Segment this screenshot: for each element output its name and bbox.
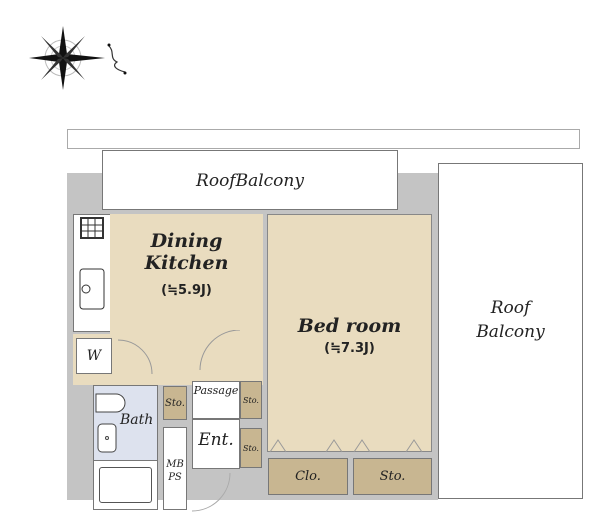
entrance-door-icon bbox=[191, 472, 231, 512]
entrance[interactable]: Ent. bbox=[192, 419, 240, 469]
dining-kitchen-area: (≒5.9J) bbox=[161, 283, 212, 298]
stove-icon bbox=[79, 217, 105, 310]
storage-bedroom: Sto. bbox=[353, 458, 432, 495]
mbps: MB PS bbox=[163, 427, 187, 510]
bedroom: Bed room (≒7.3J) bbox=[267, 214, 432, 452]
parapet-top bbox=[67, 129, 580, 149]
folding-door-icon bbox=[269, 439, 423, 453]
north-mark-icon bbox=[108, 45, 126, 73]
washer-label: W bbox=[86, 348, 102, 364]
closet-label: Clo. bbox=[295, 469, 321, 484]
passage: Passage bbox=[192, 381, 240, 419]
mbps-label-1: MB bbox=[166, 459, 184, 470]
storage-label: Sto. bbox=[243, 443, 259, 453]
washer-space: W bbox=[76, 338, 112, 374]
dining-kitchen-label-2: Kitchen bbox=[144, 252, 229, 274]
bedroom-area: (≒7.3J) bbox=[324, 341, 375, 356]
dining-kitchen-label-1: Dining bbox=[150, 230, 223, 252]
sink-icon bbox=[79, 268, 105, 310]
entrance-label: Ent. bbox=[198, 430, 234, 450]
kitchen-counter bbox=[73, 214, 111, 332]
storage-label: Sto. bbox=[165, 397, 185, 409]
storage-bath: Sto. bbox=[163, 386, 187, 420]
bath-label: Bath bbox=[120, 412, 154, 428]
storage-label: Sto. bbox=[243, 395, 259, 405]
bath-room: Bath bbox=[93, 385, 158, 461]
bedroom-label: Bed room bbox=[297, 315, 402, 337]
passage-label: Passage bbox=[193, 384, 239, 397]
roof-balcony-top-label: RoofBalcony bbox=[196, 171, 304, 191]
roof-balcony-right: Roof Balcony bbox=[438, 163, 583, 499]
door-swing-icon bbox=[117, 330, 241, 375]
mbps-label-2: PS bbox=[168, 472, 182, 483]
toilet-sink-icon bbox=[95, 393, 126, 453]
bathtub-icon bbox=[99, 467, 152, 503]
storage-entrance: Sto. bbox=[240, 428, 262, 468]
closet: Clo. bbox=[268, 458, 348, 495]
roof-balcony-right-label-1: Roof bbox=[490, 298, 531, 318]
roof-balcony-top: RoofBalcony bbox=[102, 150, 398, 210]
bathtub bbox=[93, 460, 158, 510]
storage-passage: Sto. bbox=[240, 381, 262, 419]
roof-balcony-right-label-2: Balcony bbox=[476, 322, 545, 342]
compass-rose-icon bbox=[29, 26, 127, 90]
storage-label: Sto. bbox=[379, 469, 406, 484]
